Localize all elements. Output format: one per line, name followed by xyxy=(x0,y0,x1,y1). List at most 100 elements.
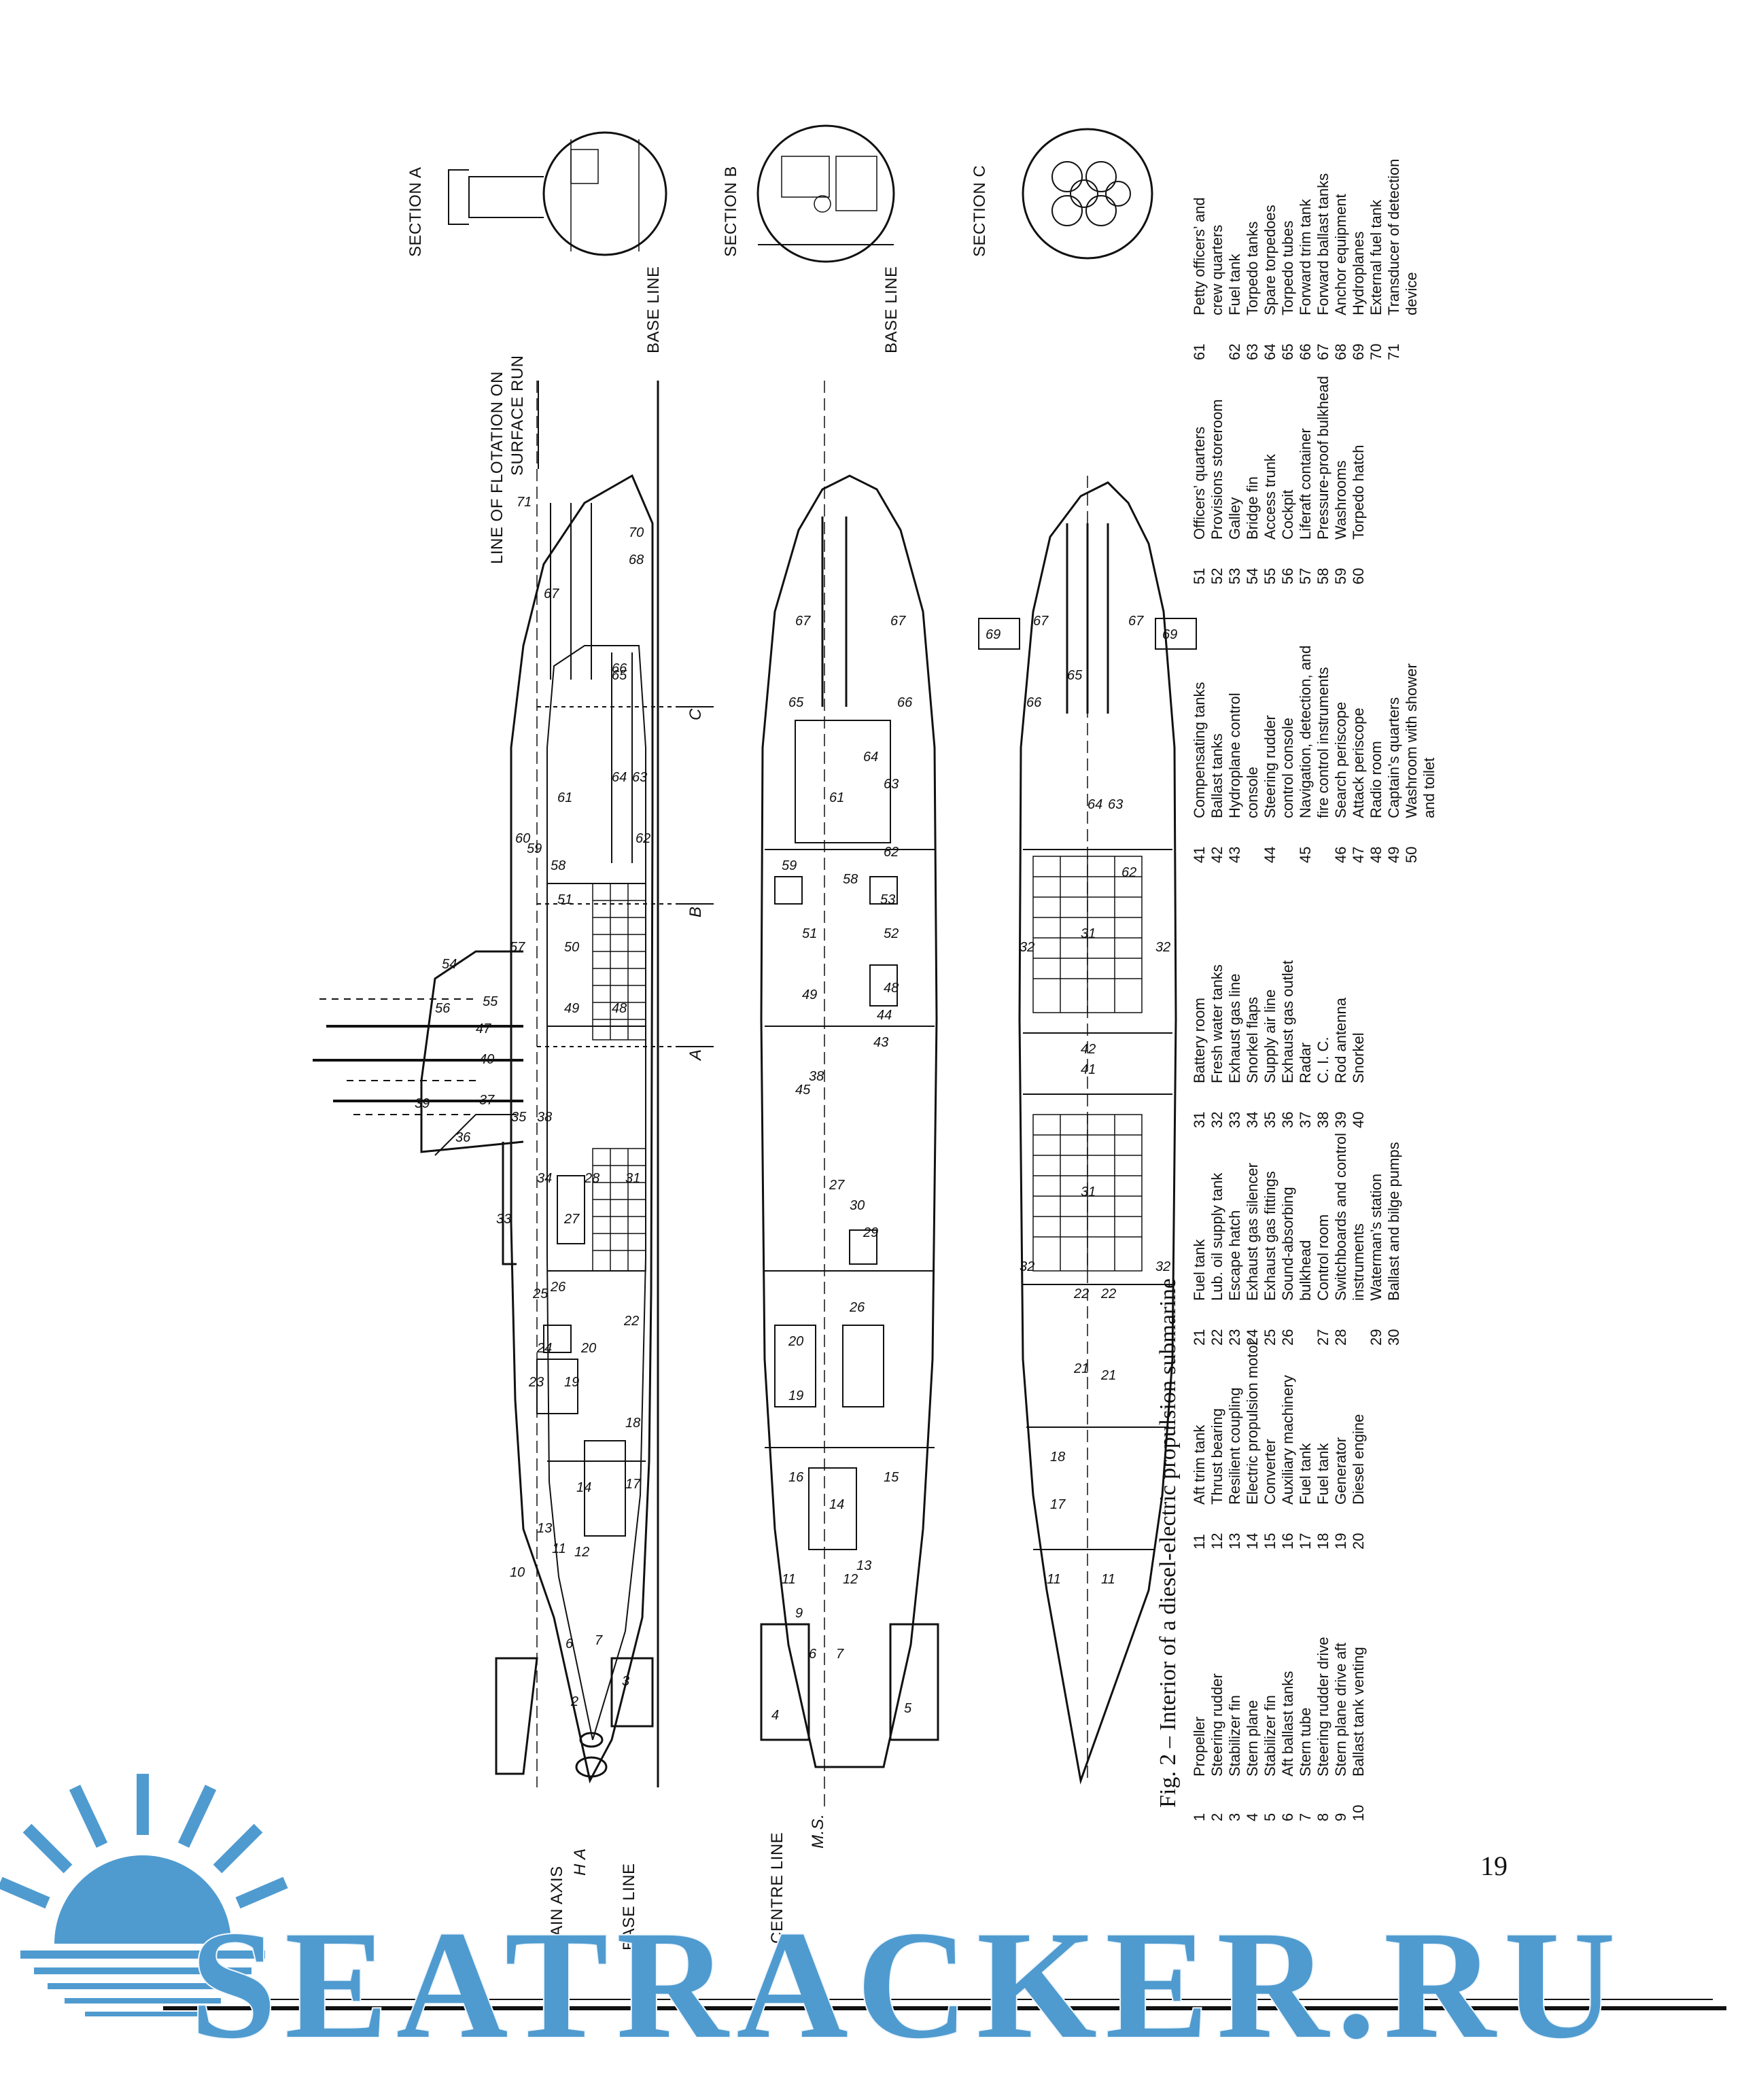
legend-item-text: Exhaust gas line xyxy=(1226,973,1243,1083)
legend-item-text: Thrust bearing xyxy=(1208,1408,1225,1505)
legend-item-number: 20 xyxy=(1350,1533,1367,1550)
legend-item-text: Fuel tank xyxy=(1226,253,1243,316)
legend-item-text: crew quarters xyxy=(1208,224,1225,315)
legend-item-text: Fuel tank xyxy=(1315,1443,1332,1505)
svg-text:9: 9 xyxy=(795,1606,803,1621)
svg-text:17: 17 xyxy=(625,1477,641,1492)
legend-item-text: control console xyxy=(1279,718,1296,818)
svg-text:12: 12 xyxy=(574,1545,589,1560)
legend-item: control console xyxy=(1279,646,1297,863)
svg-text:48: 48 xyxy=(612,1001,627,1016)
legend-item-number: 6 xyxy=(1279,1813,1296,1821)
legend-item-number: 53 xyxy=(1226,567,1243,584)
legend-item-number: 45 xyxy=(1297,846,1314,863)
svg-text:32: 32 xyxy=(1020,1259,1034,1274)
svg-text:70: 70 xyxy=(629,525,644,540)
legend-item-number xyxy=(1315,818,1332,863)
svg-text:53: 53 xyxy=(880,892,895,907)
legend-item: 20 Diesel engine xyxy=(1350,1340,1368,1550)
svg-text:13: 13 xyxy=(537,1521,552,1536)
svg-text:33: 33 xyxy=(496,1212,511,1227)
legend-item-text: Steering rudder drive xyxy=(1315,1637,1332,1777)
legend-item-text: Radar xyxy=(1297,1043,1314,1083)
svg-text:34: 34 xyxy=(537,1171,552,1186)
legend-item-number xyxy=(1279,818,1297,863)
svg-text:20: 20 xyxy=(580,1341,596,1356)
svg-text:35: 35 xyxy=(511,1110,527,1125)
legend-item-text: Diesel engine xyxy=(1350,1414,1367,1505)
legend-item-text: Fuel tank xyxy=(1191,1239,1208,1301)
legend-item-text: Fresh water tanks xyxy=(1208,964,1225,1083)
legend-item-number xyxy=(1208,315,1226,360)
svg-text:27: 27 xyxy=(829,1178,845,1193)
legend-item: console xyxy=(1244,646,1262,863)
svg-text:43: 43 xyxy=(873,1035,888,1050)
legend-item-number: 54 xyxy=(1244,567,1261,584)
svg-text:45: 45 xyxy=(795,1083,811,1098)
svg-text:10: 10 xyxy=(510,1565,525,1580)
svg-text:27: 27 xyxy=(563,1212,580,1227)
legend-item: 12 Thrust bearing xyxy=(1208,1340,1226,1550)
svg-text:66: 66 xyxy=(612,661,627,676)
legend-item-text: Ballast tank venting xyxy=(1350,1647,1367,1777)
svg-text:67: 67 xyxy=(1128,614,1144,629)
legend-item-number: 33 xyxy=(1226,1111,1243,1128)
legend-item-text: Stabilizer fin xyxy=(1262,1695,1278,1777)
legend-item-number: 32 xyxy=(1208,1111,1225,1128)
svg-text:21: 21 xyxy=(1073,1361,1089,1376)
legend-item-number: 17 xyxy=(1297,1533,1314,1550)
legend-item-text: Supply air line xyxy=(1262,989,1278,1083)
svg-text:7: 7 xyxy=(595,1633,603,1648)
legend-item-number: 42 xyxy=(1208,846,1225,863)
svg-text:36: 36 xyxy=(455,1130,471,1145)
legend-item-text: Cockpit xyxy=(1279,489,1296,540)
legend-item-text: device xyxy=(1403,272,1420,315)
legend-item-number: 12 xyxy=(1208,1533,1225,1550)
svg-text:49: 49 xyxy=(802,987,817,1002)
svg-text:19: 19 xyxy=(564,1375,579,1390)
legend-item-text: Stabilizer fin xyxy=(1226,1695,1243,1777)
legend-item-number xyxy=(1403,315,1421,360)
svg-text:65: 65 xyxy=(788,695,804,710)
svg-text:12: 12 xyxy=(843,1572,858,1587)
section-c-label: SECTION C xyxy=(971,164,989,257)
svg-text:40: 40 xyxy=(479,1052,494,1067)
legend-item-number: 35 xyxy=(1262,1111,1278,1128)
legend-item-text: Transducer of detection xyxy=(1385,158,1402,315)
legend-item-number: 24 xyxy=(1244,1329,1261,1346)
legend-item-number: 19 xyxy=(1332,1533,1349,1550)
legend-item-text: Petty officers’ and xyxy=(1191,197,1208,315)
legend-item-number: 69 xyxy=(1350,343,1367,360)
legend-item-number: 29 xyxy=(1368,1329,1385,1346)
legend-item-number: 1 xyxy=(1191,1813,1208,1821)
svg-text:30: 30 xyxy=(850,1198,865,1213)
legend-item-text: Radio room xyxy=(1368,741,1385,818)
svg-text:55: 55 xyxy=(483,994,498,1009)
legend-item-number: 21 xyxy=(1191,1329,1208,1346)
legend-item-text: Washroom with shower xyxy=(1403,663,1420,818)
svg-text:22: 22 xyxy=(1073,1287,1089,1301)
legend-item-number: 65 xyxy=(1279,343,1296,360)
svg-text:61: 61 xyxy=(557,790,572,805)
